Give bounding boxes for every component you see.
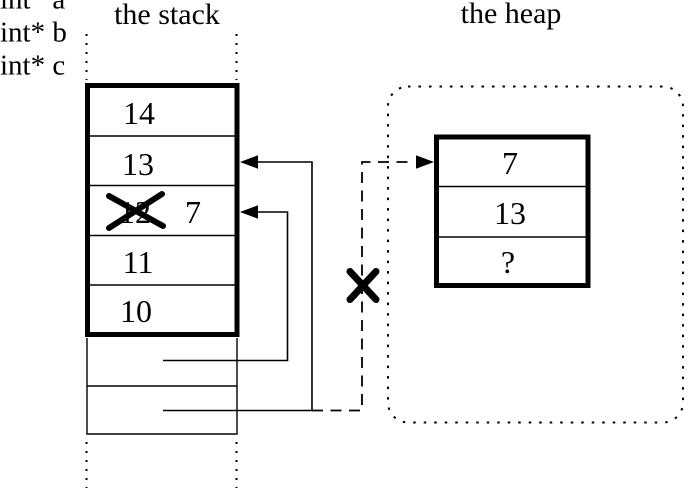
stack-region-title: the stack	[114, 0, 220, 31]
stack-cell-value: 10	[120, 293, 152, 329]
heap-cell-value: 7	[502, 145, 518, 181]
pointer-var-label-a: int* a	[0, 0, 692, 17]
invalid-pointer-cross-icon	[346, 268, 380, 303]
stack-cell-value: 11	[122, 244, 154, 280]
stack-bottom-boundary-dots	[85, 442, 238, 488]
pointer-b-line	[163, 211, 289, 362]
dangling-heap-pointer-arrowhead	[416, 155, 434, 169]
dangling-heap-pointer-dashed-line	[312, 161, 413, 412]
stack-cell-crossed-out-value: 12	[119, 194, 151, 230]
heap-region-title: the heap	[460, 0, 562, 30]
pointer-c-arrowhead	[240, 155, 258, 169]
stack-cell-value: 13	[122, 146, 154, 182]
stack-frame-border	[85, 83, 240, 337]
heap-cell-value: 13	[494, 195, 526, 231]
stack-cell-value: 14	[123, 95, 155, 131]
pointer-var-label-b: int* b	[0, 16, 67, 49]
pointer-b-arrowhead	[240, 205, 258, 219]
pointer-variable-slots	[86, 338, 238, 435]
heap-cell-value: ?	[500, 244, 516, 280]
heap-region-outline	[387, 85, 684, 424]
pointer-var-label-c: int* c	[0, 49, 66, 82]
stack-cell-replacement-value: 7	[185, 194, 201, 230]
stack-cell-dividers	[88, 135, 236, 286]
